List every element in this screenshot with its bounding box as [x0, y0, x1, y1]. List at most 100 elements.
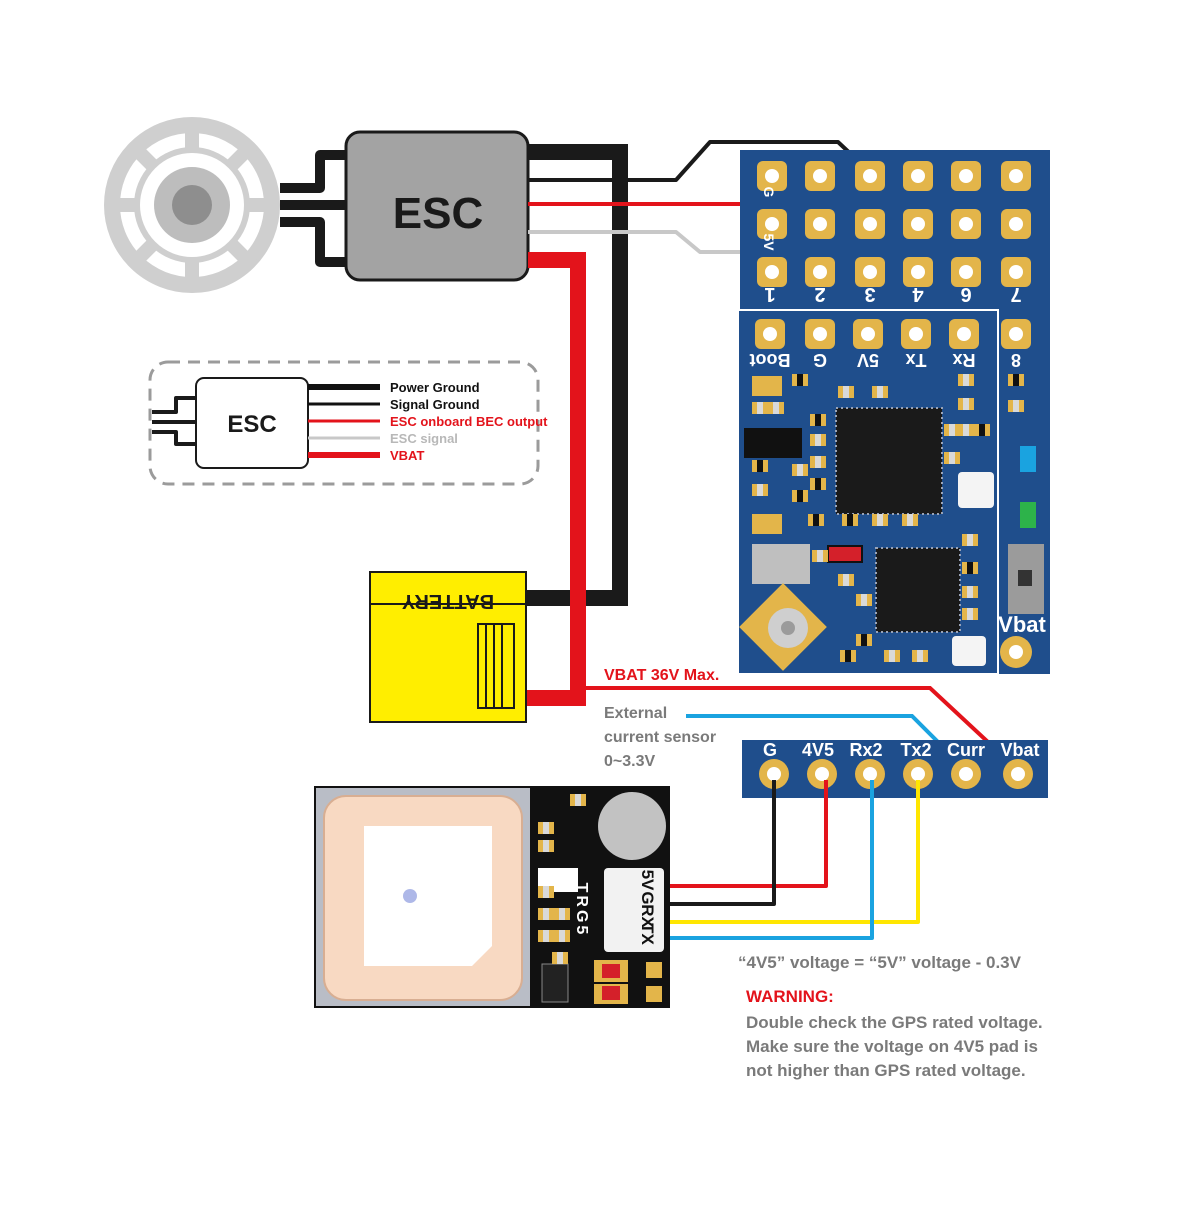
fc-smd-body-2 [773, 402, 779, 414]
fc-label-2: 2 [814, 283, 825, 305]
fc-vbat-label: Vbat [998, 612, 1046, 637]
fc-smd-body-6 [797, 490, 803, 502]
flight-controller: 1 2 3 4 6 7 G 5V Boot G 5V Tx Rx 8 [737, 150, 1050, 675]
fc-smd-body-28 [889, 650, 895, 662]
connector-pad-hole-4 [959, 767, 973, 781]
current-sensor-line-2: current sensor [604, 729, 716, 746]
warning-line-2: Make sure the voltage on 4V5 pad is [746, 1037, 1038, 1056]
fc-label-6: 6 [960, 283, 971, 305]
connector-label-curr: Curr [947, 740, 985, 760]
legend-signal-ground: Signal Ground [390, 397, 480, 412]
fc-header-pad-2-1-hole [813, 265, 827, 279]
fc-smd-body-29 [917, 650, 923, 662]
fc-smd-body-21 [847, 514, 853, 526]
gps-smd-body-2 [575, 794, 581, 806]
gps-wire-g [664, 780, 776, 906]
gps-pad-0 [646, 962, 662, 978]
fc-header-pad-1-4-hole [959, 217, 973, 231]
fc-header-pad-1-5-hole [1009, 217, 1023, 231]
fc-smd-body-17 [815, 456, 821, 468]
fc-smd-body-20 [949, 452, 955, 464]
fc-smd-body-1 [757, 402, 763, 414]
legend-esc-signal: ESC signal [390, 431, 458, 446]
fc-label-1: 1 [764, 283, 775, 305]
fc-pad-5-hole [1009, 327, 1023, 341]
current-sensor-note: External current sensor 0~3.3V [604, 705, 716, 770]
fc-smd-body-19 [949, 424, 955, 436]
current-sensor-line-1: External [604, 705, 667, 722]
connector-pad-hole-5 [1011, 767, 1025, 781]
gps-smd-body-8 [557, 952, 563, 964]
fc-header-pad-0-2-hole [863, 169, 877, 183]
fc-smd-body-31 [817, 550, 823, 562]
fc-header-pad-2-3-hole [911, 265, 925, 279]
fc-smd-body-16 [815, 434, 821, 446]
fc-smd-body-10 [1013, 400, 1019, 412]
legend-power-ground: Power Ground [390, 380, 480, 395]
fc-smd-body-35 [967, 608, 973, 620]
connector-board: G 4V5 Rx2 Tx2 Curr Vbat [742, 740, 1048, 798]
esc-main-label: ESC [393, 189, 483, 238]
fc-header-pad-2-2-hole [863, 265, 877, 279]
fc-header-pad-0-5-hole [1009, 169, 1023, 183]
connector-label-tx2: Tx2 [900, 740, 931, 760]
fc-pad-1-hole [813, 327, 827, 341]
connector-pad-hole-1 [815, 767, 829, 781]
fc-smd-body-26 [861, 594, 867, 606]
warning-text: Double check the GPS rated voltage. Make… [746, 1013, 1043, 1080]
fc-header-pad-1-0-hole [765, 217, 779, 231]
fc-components [739, 374, 1044, 671]
fc-smd-body-9 [1013, 374, 1019, 386]
gps-pin-label-g: G [638, 891, 657, 904]
legend-esc-label: ESC [227, 411, 276, 438]
gps-model-label: TRG5 [573, 883, 590, 938]
fc-pad-2-hole [861, 327, 875, 341]
fc-smd-body-22 [877, 514, 883, 526]
fc-smd-body-33 [967, 562, 973, 574]
fc-pad-label-rx: Rx [952, 350, 975, 370]
gps-smd-body-5 [543, 930, 549, 942]
gps-pad-1 [646, 986, 662, 1002]
fc-label-7: 7 [1010, 283, 1021, 305]
gps-pin-label-tx: TX [638, 923, 657, 945]
voltage-note: “4V5” voltage = “5V” voltage - 0.3V [738, 953, 1022, 972]
legend-bec-output: ESC onboard BEC output [390, 414, 548, 429]
fc-smd-body-14 [877, 386, 883, 398]
gps-wires [664, 780, 920, 940]
fc-label-4: 4 [912, 283, 924, 305]
connector-label-rx2: Rx2 [849, 740, 882, 760]
gps-wire-rx [664, 780, 920, 924]
legend-wires [308, 384, 380, 458]
fc-header-pad-1-2-hole [863, 217, 877, 231]
fc-smd-body-24 [813, 514, 819, 526]
fc-header-pad-2-4-hole [959, 265, 973, 279]
fc-smd-body-12 [979, 424, 985, 436]
connector-pad-hole-3 [911, 767, 925, 781]
fc-header-pads [755, 161, 1031, 349]
fc-pad-0-hole [763, 327, 777, 341]
legend-vbat: VBAT [390, 448, 424, 463]
power-wires [526, 144, 628, 706]
warning-line-1: Double check the GPS rated voltage. [746, 1013, 1043, 1032]
fc-pads-row: Boot G 5V Tx Rx 8 [750, 350, 1022, 370]
fc-smd-body-5 [757, 484, 763, 496]
gps-wire-5v [664, 780, 828, 888]
fc-header-pad-0-4-hole [959, 169, 973, 183]
motor-wires [280, 150, 350, 267]
connector-label-g: G [763, 740, 777, 760]
fc-smd-body-11 [963, 424, 969, 436]
vbat-max-note: VBAT 36V Max. [604, 667, 719, 684]
fc-smd-body-7 [963, 374, 969, 386]
fc-vbat-pad [1000, 636, 1032, 668]
fc-pad-3-hole [909, 327, 923, 341]
fc-bottom-row-labels: 1 2 3 4 6 7 [764, 283, 1021, 305]
gps-smd-body-4 [543, 908, 549, 920]
fc-smd-body-13 [843, 386, 849, 398]
gps-smd-body-1 [543, 840, 549, 852]
warning-line-3: not higher than GPS rated voltage. [746, 1061, 1026, 1080]
gps-wire-tx [664, 780, 874, 940]
fc-smd-body-27 [861, 634, 867, 646]
fc-pad-label-8: 8 [1011, 350, 1021, 370]
